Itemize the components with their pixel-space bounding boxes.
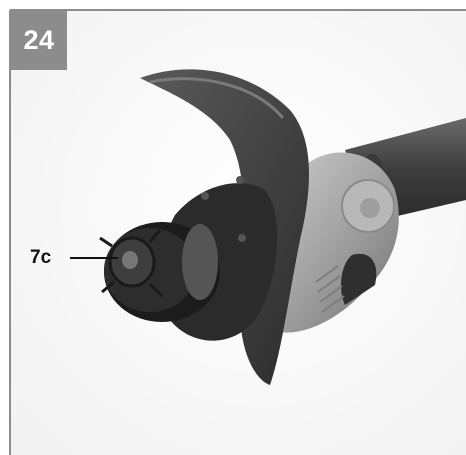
spool-ribs	[99, 229, 164, 298]
figure-number-badge: 24	[11, 10, 67, 70]
vent-slots	[315, 265, 345, 313]
guard-edge-highlight	[149, 77, 285, 119]
screw-1	[201, 192, 209, 200]
spool-ring	[182, 224, 218, 300]
housing-side-panel	[340, 253, 377, 305]
screw-3	[238, 234, 246, 242]
spool-center	[122, 251, 138, 269]
housing-knob-center	[360, 198, 380, 218]
screw-2	[236, 176, 244, 184]
callout-label-7c: 7c	[30, 247, 52, 268]
grass-guard	[140, 69, 310, 386]
